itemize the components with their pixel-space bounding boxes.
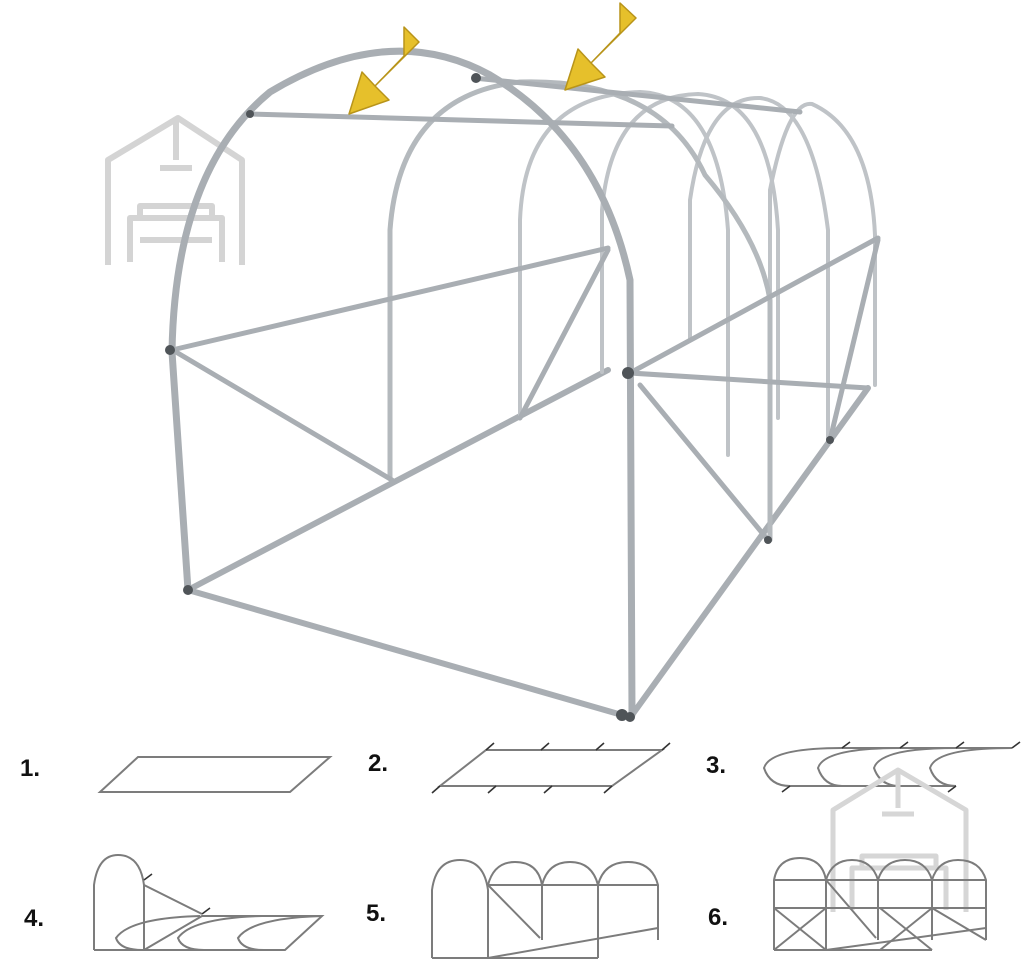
pipe-connectors bbox=[165, 73, 834, 722]
greenhouse-frame bbox=[165, 47, 881, 722]
diagonal-braces bbox=[173, 237, 881, 543]
step-1-ground-outline bbox=[97, 756, 333, 793]
step-5-label: 5. bbox=[366, 900, 387, 927]
arrow-down-left-icon bbox=[348, 2, 637, 115]
step-4-first-arch-raised bbox=[93, 853, 325, 951]
house-sofa-watermark-icon bbox=[830, 767, 969, 912]
house-sofa-watermark-icon bbox=[105, 115, 245, 265]
rear-arches bbox=[518, 89, 877, 457]
step-4-label: 4. bbox=[24, 905, 45, 932]
step-1-label: 1. bbox=[20, 755, 41, 782]
step-6-label: 6. bbox=[708, 904, 729, 931]
step-6-full-frame bbox=[773, 856, 987, 951]
step-2-label: 2. bbox=[368, 750, 389, 777]
front-arch bbox=[168, 47, 636, 719]
step-3-label: 3. bbox=[706, 752, 727, 779]
step-2-ground-pegs bbox=[431, 742, 671, 794]
step-3-arches-laid bbox=[762, 741, 1021, 793]
ridge-pipes bbox=[169, 75, 881, 391]
step-5-arches-raised bbox=[431, 858, 659, 959]
